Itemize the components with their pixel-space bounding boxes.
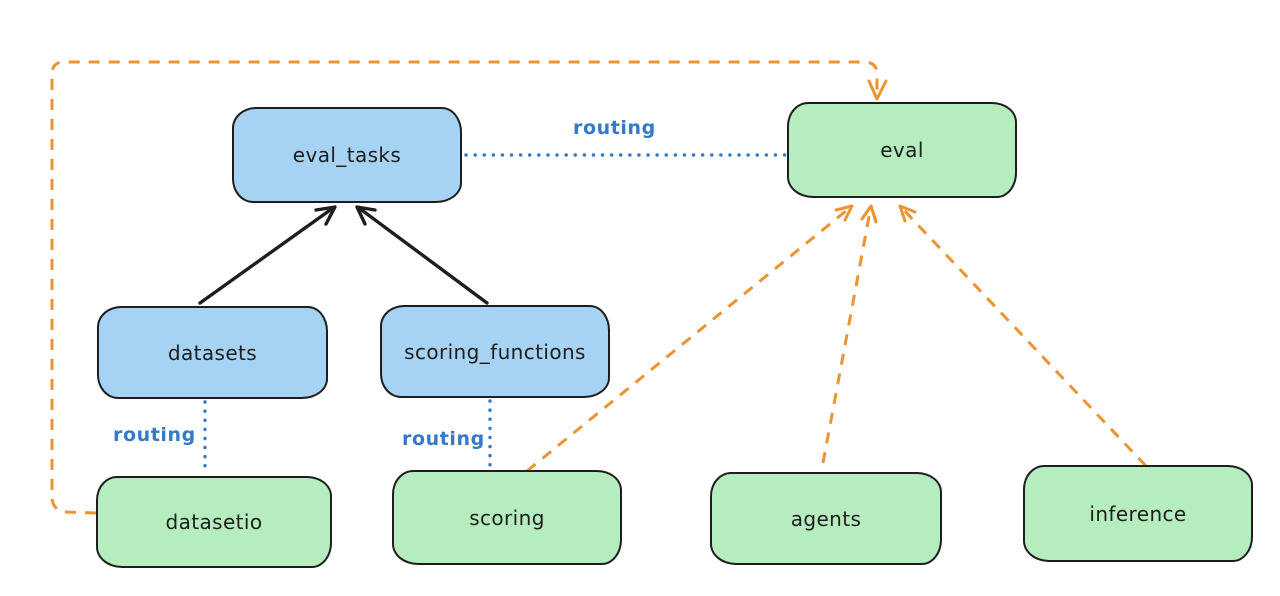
node-scoring-label: scoring	[469, 505, 545, 530]
edge-scoring-functions-to-eval-tasks	[357, 206, 489, 305]
node-datasetio: datasetio	[96, 476, 332, 568]
node-eval-label: eval	[880, 138, 924, 162]
node-datasetio-label: datasetio	[165, 510, 263, 534]
node-datasets-label: datasets	[167, 340, 258, 365]
node-inference-label: inference	[1089, 501, 1187, 526]
node-eval-tasks: eval_tasks	[232, 107, 462, 203]
node-scoring-functions-label: scoring_functions	[404, 339, 586, 364]
node-eval: eval	[787, 102, 1017, 198]
routing-label-scoring-functions-scoring: routing	[402, 428, 485, 450]
edge-agents-to-eval	[821, 205, 873, 464]
node-agents-label: agents	[790, 506, 862, 531]
edge-inference-to-eval-arrowhead	[898, 204, 917, 223]
edge-scoring-functions-to-eval-tasks-arrowhead	[355, 205, 377, 226]
node-scoring: scoring	[392, 470, 622, 565]
node-agents: agents	[710, 472, 942, 565]
edge-datasetio-to-eval	[50, 60, 879, 515]
edge-scoring-to-eval-arrowhead	[834, 204, 854, 222]
edge-datasetio-to-eval-arrowhead	[867, 79, 888, 101]
node-datasets: datasets	[97, 306, 328, 399]
edge-inference-to-eval	[898, 204, 1148, 468]
node-inference: inference	[1023, 465, 1253, 562]
edge-agents-to-eval-arrowhead	[860, 204, 878, 224]
edge-datasets-to-eval-tasks	[198, 206, 335, 305]
routing-label-eval-tasks-eval: routing	[573, 117, 656, 139]
node-scoring-functions: scoring_functions	[380, 305, 610, 398]
routing-label-datasets-datasetio: routing	[113, 424, 196, 446]
edge-datasets-to-eval-tasks-arrowhead	[314, 205, 337, 226]
edge-scoring-to-eval	[526, 204, 853, 473]
node-eval-tasks-label: eval_tasks	[292, 143, 402, 167]
